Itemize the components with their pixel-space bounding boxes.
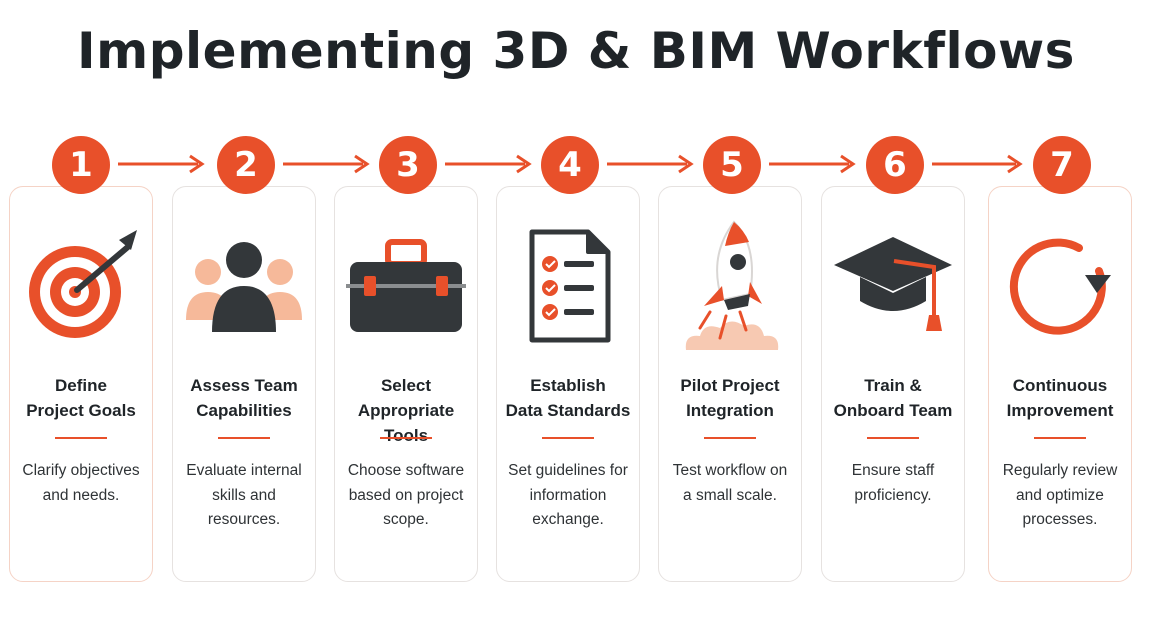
arrow-right-icon [283, 154, 370, 174]
step-card-6: Train & Onboard Team Ensure staff profic… [821, 186, 965, 582]
step-desc-line: Test workflow on [672, 462, 788, 479]
step-title: Pilot Project Integration [659, 373, 801, 423]
arrow-right-icon [769, 154, 856, 174]
step-title-line: Train & [864, 376, 922, 395]
step-desc-line: based on project [348, 486, 464, 504]
step-desc-line: skills and [212, 486, 276, 504]
step-title-line: Capabilities [196, 401, 292, 420]
step-title: Train & Onboard Team [822, 373, 964, 423]
step-desc-line: Regularly review [1002, 462, 1118, 479]
step-title-line: Pilot Project [680, 376, 780, 395]
step-description: Evaluate internal skills and resources. [183, 459, 305, 533]
cycle-icon [989, 221, 1131, 351]
rocket-icon [659, 220, 801, 351]
step-desc-line: information [529, 486, 607, 504]
step-number-badge: 4 [541, 136, 599, 194]
step-description: Ensure staff proficiency. [832, 459, 954, 508]
step-title-line: Continuous [1012, 376, 1108, 395]
step-title: Define Project Goals [10, 373, 152, 423]
step-title-line: Select [380, 376, 432, 395]
step-desc-line: Ensure staff [851, 462, 935, 479]
step-title-line: Data Standards [505, 401, 631, 420]
step-description: Test workflow on a small scale. [669, 459, 791, 508]
checklist-icon [497, 221, 639, 351]
step-number-badge: 7 [1033, 136, 1091, 194]
step-title-line: Improvement [1006, 401, 1114, 420]
team-icon [173, 221, 315, 351]
step-number-badge: 1 [52, 136, 110, 194]
divider [380, 437, 432, 439]
arrow-right-icon [445, 154, 532, 174]
step-description: Regularly review and optimize processes. [999, 459, 1121, 533]
step-number-badge: 6 [866, 136, 924, 194]
step-number-badge: 5 [703, 136, 761, 194]
step-title: Select Appropriate Tools [335, 373, 477, 448]
divider [55, 437, 107, 439]
step-card-3: Select Appropriate Tools Choose software… [334, 186, 478, 582]
step-title: Assess Team Capabilities [173, 373, 315, 423]
step-desc-line: Clarify objectives [22, 462, 140, 479]
step-description: Set guidelines for information exchange. [507, 459, 629, 533]
step-desc-line: scope. [383, 511, 429, 528]
divider [542, 437, 594, 439]
step-title-line: Onboard Team [833, 401, 953, 420]
step-card-4: Establish Data Standards Set guidelines … [496, 186, 640, 582]
arrow-right-icon [118, 154, 205, 174]
step-description: Choose software based on project scope. [345, 459, 467, 533]
arrow-right-icon [932, 154, 1023, 174]
step-card-5: Pilot Project Integration Test workflow … [658, 186, 802, 582]
divider [867, 437, 919, 439]
step-title: Continuous Improvement [989, 373, 1131, 423]
step-desc-line: resources. [207, 511, 281, 528]
step-title-line: Project Goals [26, 401, 136, 420]
step-desc-line: a small scale. [683, 486, 777, 504]
step-desc-line: Choose software [347, 462, 465, 479]
step-card-7: Continuous Improvement Regularly review … [988, 186, 1132, 582]
step-desc-line: proficiency. [854, 486, 932, 504]
step-title-line: Establish [530, 376, 606, 395]
divider [704, 437, 756, 439]
step-title-line: Appropriate Tools [357, 401, 455, 445]
arrow-right-icon [607, 154, 694, 174]
step-desc-line: Evaluate internal [186, 462, 302, 479]
target-icon [10, 221, 152, 351]
divider [1034, 437, 1086, 439]
step-desc-line: processes. [1022, 511, 1098, 528]
step-card-1: Define Project Goals Clarify objectives … [9, 186, 153, 582]
step-card-2: Assess Team Capabilities Evaluate intern… [172, 186, 316, 582]
step-desc-line: exchange. [532, 511, 604, 528]
step-number-badge: 3 [379, 136, 437, 194]
step-title-line: Assess Team [190, 376, 298, 395]
step-title: Establish Data Standards [497, 373, 639, 423]
page-title: Implementing 3D & BIM Workflows [77, 22, 1075, 80]
step-desc-line: Set guidelines for [508, 462, 628, 479]
step-title-line: Integration [686, 401, 774, 420]
toolbox-icon [335, 221, 477, 351]
graduation-cap-icon [822, 221, 964, 351]
divider [218, 437, 270, 439]
step-number-badge: 2 [217, 136, 275, 194]
step-desc-line: and needs. [42, 486, 120, 504]
step-desc-line: and optimize [1016, 486, 1104, 504]
step-title-line: Define [55, 376, 107, 395]
step-description: Clarify objectives and needs. [20, 459, 142, 508]
